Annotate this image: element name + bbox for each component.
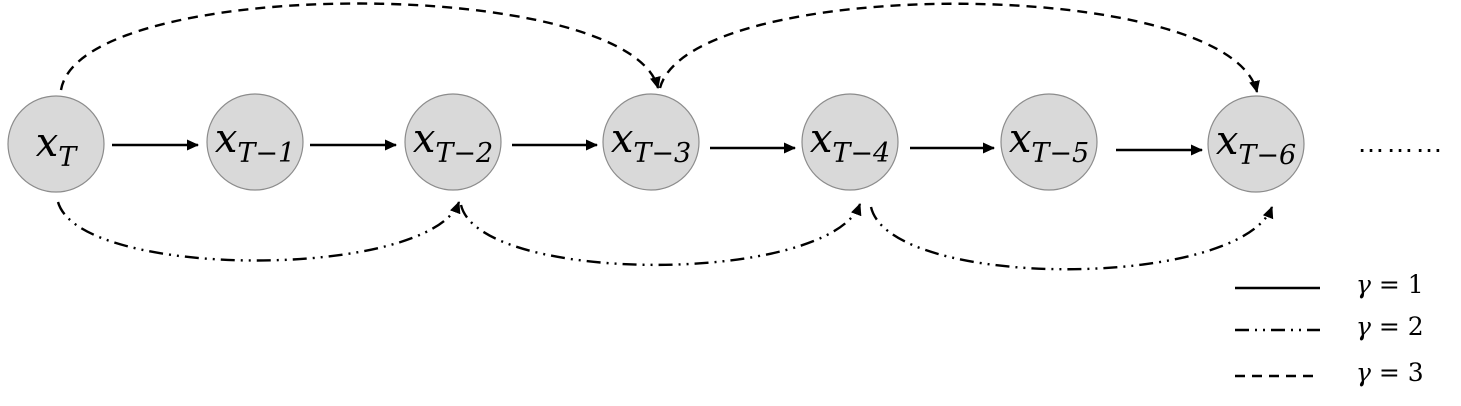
legend: γ = 1 γ = 2 γ = 3 xyxy=(1235,270,1424,387)
gamma2-edges xyxy=(56,201,1274,271)
edge-gamma2-xT-4-to-xT-6 xyxy=(869,206,1274,271)
node-var: x xyxy=(36,120,59,166)
node-label: xT−4 xyxy=(810,116,890,169)
gamma3-edges xyxy=(59,2,1260,93)
node-circle xyxy=(602,93,700,191)
node-label: xT−3 xyxy=(611,116,691,169)
node-subscript: T−2 xyxy=(435,138,493,169)
legend-symbol: γ xyxy=(1356,270,1371,299)
node-subscript: T xyxy=(58,142,78,173)
edge-gamma3-xT-to-xT-3 xyxy=(59,2,661,91)
node-xT-6: xT−6 xyxy=(1207,95,1305,193)
node-xT-1: xT−1 xyxy=(206,93,304,191)
node-subscript: T−5 xyxy=(1031,138,1089,169)
node-var: x xyxy=(611,116,634,162)
legend-value: = 2 xyxy=(1371,312,1424,341)
edge-gamma2-xT-to-xT-2 xyxy=(56,201,461,262)
legend-label: γ = 1 xyxy=(1356,270,1424,299)
legend-entry-gamma2: γ = 2 xyxy=(1235,312,1424,341)
node-circle xyxy=(801,93,899,191)
legend-entry-gamma3: γ = 3 xyxy=(1235,358,1424,387)
legend-symbol: γ xyxy=(1356,358,1371,387)
node-var: x xyxy=(215,116,238,162)
legend-label: γ = 3 xyxy=(1356,358,1424,387)
node-var: x xyxy=(413,116,436,162)
node-var: x xyxy=(1216,118,1239,164)
node-circle xyxy=(1207,95,1305,193)
node-subscript: T−6 xyxy=(1238,140,1296,171)
node-var: x xyxy=(1009,116,1032,162)
legend-symbol: γ xyxy=(1356,312,1371,341)
node-label: xT−6 xyxy=(1216,118,1296,171)
gamma1-edges xyxy=(112,139,1203,156)
node-var: x xyxy=(810,116,833,162)
node-xT: xT xyxy=(7,95,105,193)
edge-gamma3-xT-3-to-xT-6 xyxy=(658,2,1260,93)
node-label: xT−1 xyxy=(215,116,295,169)
legend-entry-gamma1: γ = 1 xyxy=(1235,270,1424,299)
node-label: xT−2 xyxy=(413,116,493,169)
node-circle xyxy=(404,93,502,191)
continuation-ellipsis: ……… xyxy=(1357,127,1444,158)
edge-gamma2-xT-2-to-xT-4 xyxy=(459,203,862,266)
node-xT-5: xT−5 xyxy=(1000,93,1098,191)
node-circle xyxy=(1000,93,1098,191)
node-label: xT−5 xyxy=(1009,116,1089,169)
legend-label: γ = 2 xyxy=(1356,312,1424,341)
node-xT-2: xT−2 xyxy=(404,93,502,191)
node-label: xT xyxy=(36,120,79,173)
node-subscript: T−3 xyxy=(633,138,691,169)
node-xT-3: xT−3 xyxy=(602,93,700,191)
node-circle xyxy=(7,95,105,193)
legend-value: = 1 xyxy=(1371,270,1424,299)
node-xT-4: xT−4 xyxy=(801,93,899,191)
node-circle xyxy=(206,93,304,191)
node-subscript: T−4 xyxy=(832,138,890,169)
node-subscript: T−1 xyxy=(237,138,295,169)
legend-value: = 3 xyxy=(1371,358,1424,387)
